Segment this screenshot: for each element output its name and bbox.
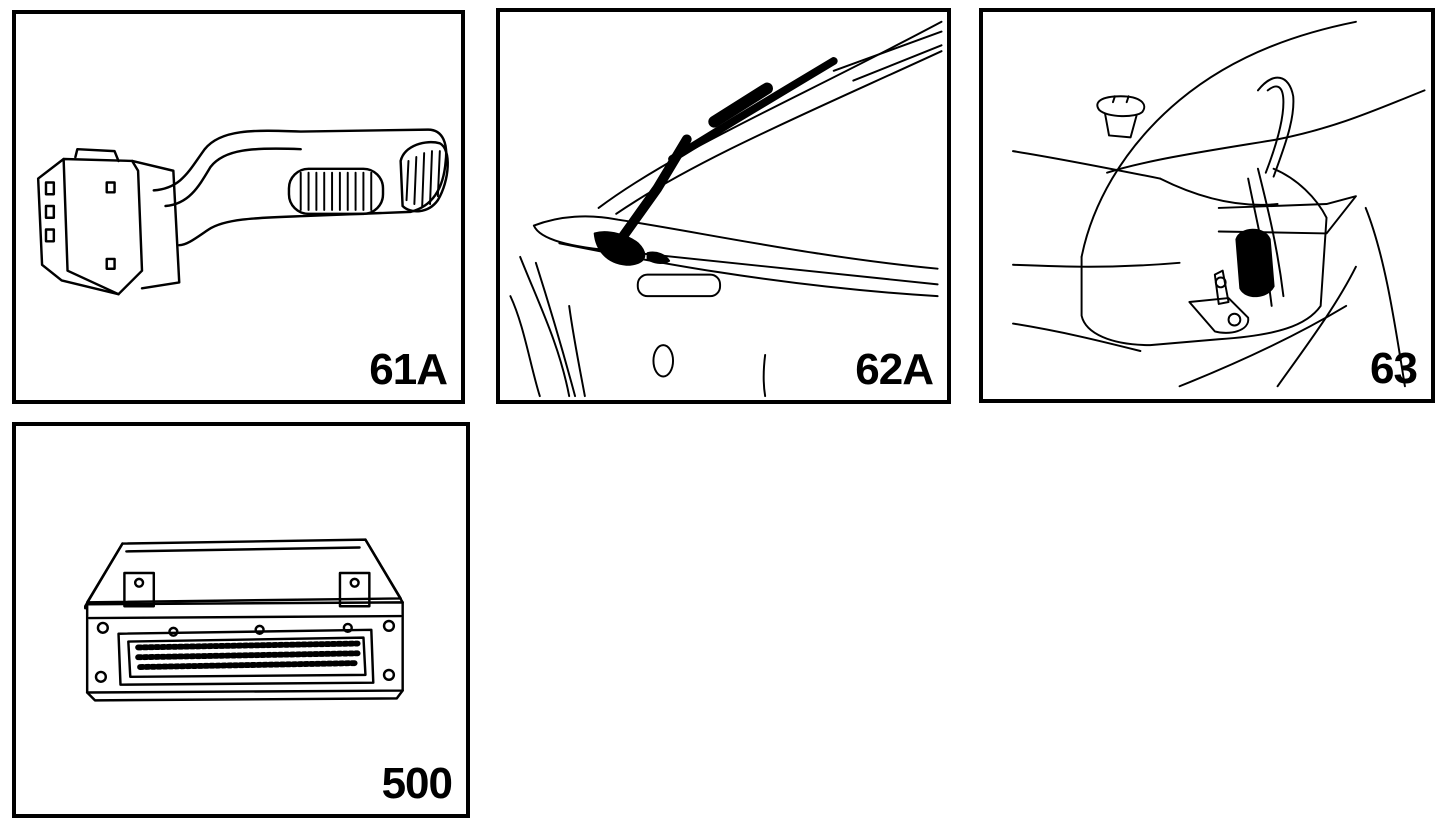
figure-61a-stalk-switch: 61A bbox=[12, 10, 465, 404]
rear-wiper-illustration bbox=[509, 20, 943, 398]
control-unit-illustration bbox=[83, 538, 404, 702]
washer-reservoir-illustration bbox=[1012, 20, 1426, 388]
panel-label-62a: 62A bbox=[855, 345, 934, 394]
panel-label-61a: 61A bbox=[369, 345, 448, 394]
stalk-switch-illustration bbox=[36, 128, 449, 296]
panel-label-500: 500 bbox=[381, 759, 453, 808]
figure-63-washer-reservoir: 63 bbox=[979, 8, 1435, 403]
panel-label-63: 63 bbox=[1370, 344, 1418, 393]
figure-500-control-unit: 500 bbox=[12, 422, 470, 818]
figure-62a-rear-wiper: 62A bbox=[496, 8, 951, 404]
